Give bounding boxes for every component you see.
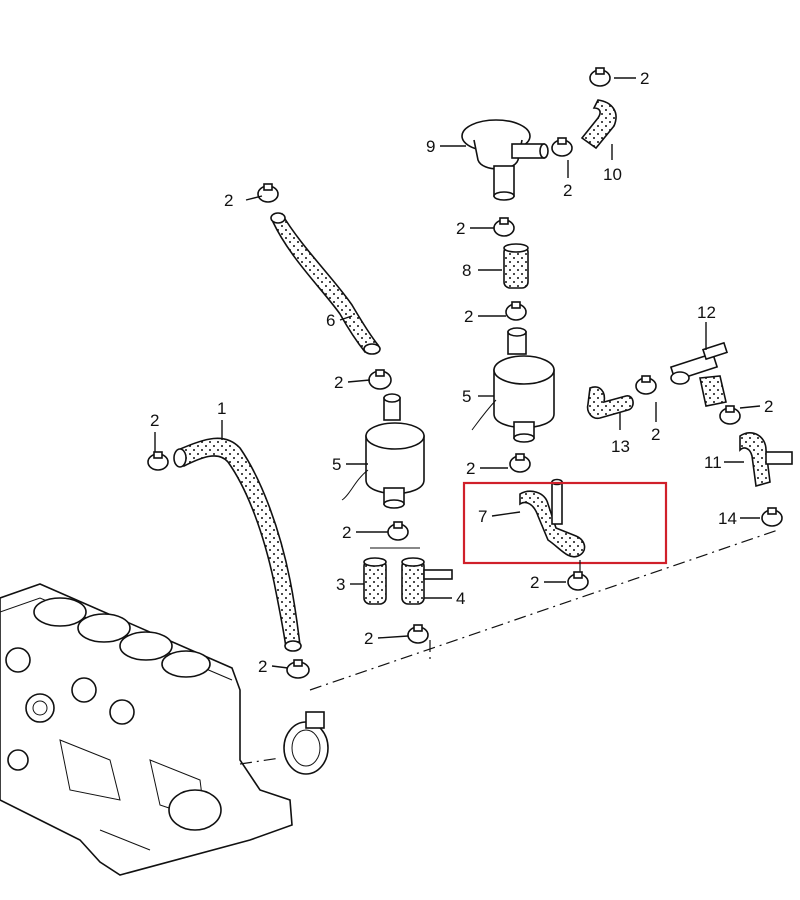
clamp-7 — [589, 67, 611, 87]
tee-connector-part-12 — [669, 341, 729, 407]
clamp-13 — [635, 375, 657, 395]
clamp-11 — [509, 453, 531, 473]
callout-10: 10 — [603, 165, 622, 184]
callout-2-valve-side: 2 — [563, 181, 572, 200]
callout-5-right: 5 — [462, 387, 471, 406]
clamp-9 — [493, 217, 515, 237]
callout-2-block: 2 — [258, 657, 267, 676]
callout-14: 14 — [718, 509, 737, 528]
callout-2-connector-bottom: 2 — [364, 629, 373, 648]
callout-2-hose8-top: 2 — [456, 219, 465, 238]
oil-separator-right — [471, 327, 555, 443]
hose-part-1 — [173, 437, 302, 652]
callout-2-hose13: 2 — [651, 425, 660, 444]
clamp-10 — [505, 301, 527, 321]
clamp-4 — [387, 521, 409, 541]
hose-part-11 — [739, 432, 793, 488]
callout-12: 12 — [697, 303, 716, 322]
clamp-15 — [761, 507, 783, 527]
callout-7: 7 — [478, 507, 487, 526]
hose-part-6 — [270, 212, 381, 355]
callout-4: 4 — [456, 589, 465, 608]
clamp-6 — [286, 659, 310, 679]
oil-separator-left — [341, 393, 425, 509]
callout-8: 8 — [462, 261, 471, 280]
callout-3: 3 — [336, 575, 345, 594]
callout-2-tee: 2 — [764, 397, 773, 416]
callout-6: 6 — [326, 311, 335, 330]
callout-1: 1 — [217, 399, 226, 418]
highlight-box — [462, 481, 668, 565]
leader-lines — [154, 77, 761, 669]
connector-part-4 — [370, 547, 453, 605]
clamp-12 — [567, 571, 589, 591]
callout-2-sep-bottom: 2 — [342, 523, 351, 542]
connector-part-3 — [363, 557, 387, 605]
clamp-3 — [368, 369, 392, 390]
hose-part-7 — [519, 478, 586, 558]
callout-2-sep-right-bottom: 2 — [466, 459, 475, 478]
hose-part-8 — [503, 243, 529, 289]
clamp-5 — [407, 624, 429, 644]
callout-2-hose6-clamp: 2 — [224, 191, 233, 210]
callout-9: 9 — [426, 137, 435, 156]
callout-13: 13 — [611, 437, 630, 456]
pcv-valve-part-9 — [461, 119, 549, 201]
callout-2-sep-top: 2 — [334, 373, 343, 392]
callout-2-hose8-bottom: 2 — [464, 307, 473, 326]
callout-2-hose10-top: 2 — [640, 69, 649, 88]
clamp-14 — [719, 405, 741, 425]
clamp-2 — [257, 183, 279, 203]
crankcase-outlet — [283, 711, 329, 775]
callout-labels: 1 2 2 6 2 5 2 3 4 2 2 9 2 2 10 2 8 2 5 2… — [150, 69, 773, 676]
callout-2-hose1-clamp: 2 — [150, 411, 159, 430]
hose-part-13 — [586, 386, 634, 420]
clamp-8 — [551, 137, 573, 157]
callout-2-hose7-bottom: 2 — [530, 573, 539, 592]
callout-11: 11 — [704, 453, 722, 472]
clamp-1 — [147, 451, 169, 471]
callout-5-left: 5 — [332, 455, 341, 474]
hose-part-10 — [580, 99, 617, 150]
engine-block — [0, 583, 293, 876]
